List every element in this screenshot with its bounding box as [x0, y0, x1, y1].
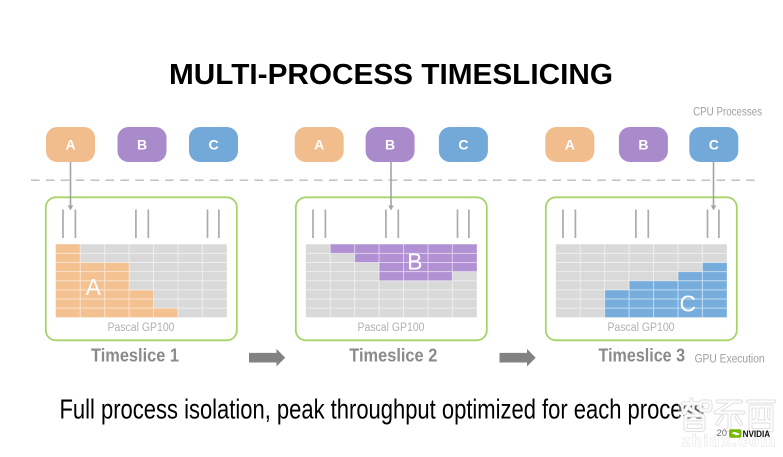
svg-text:NVIDIA: NVIDIA — [743, 429, 771, 439]
svg-text:Timeslice 1: Timeslice 1 — [91, 346, 179, 366]
svg-text:Pascal GP100: Pascal GP100 — [608, 322, 675, 334]
svg-text:A: A — [314, 137, 324, 153]
svg-text:B: B — [407, 249, 422, 275]
svg-text:B: B — [385, 137, 395, 153]
svg-text:20: 20 — [717, 428, 728, 439]
svg-text:A: A — [565, 137, 575, 153]
svg-text:Pascal GP100: Pascal GP100 — [358, 322, 425, 334]
svg-text:B: B — [638, 137, 648, 153]
svg-text:Pascal GP100: Pascal GP100 — [108, 322, 175, 334]
svg-text:C: C — [679, 291, 696, 317]
svg-text:Timeslice 3: Timeslice 3 — [599, 346, 686, 366]
svg-text:A: A — [86, 274, 102, 300]
svg-text:C: C — [709, 137, 719, 153]
svg-text:GPU Execution: GPU Execution — [695, 353, 765, 365]
svg-text:Timeslice 2: Timeslice 2 — [349, 346, 437, 366]
svg-text:Full process isolation, peak t: Full process isolation, peak throughput … — [60, 393, 705, 424]
svg-text:A: A — [65, 137, 75, 153]
svg-text:MULTI-PROCESS TIMESLICING: MULTI-PROCESS TIMESLICING — [169, 59, 613, 91]
svg-text:B: B — [137, 137, 147, 153]
svg-text:zhidx.com: zhidx.com — [682, 433, 775, 450]
svg-text:C: C — [208, 137, 218, 153]
svg-text:CPU Processes: CPU Processes — [693, 106, 762, 119]
svg-text:C: C — [458, 137, 468, 153]
